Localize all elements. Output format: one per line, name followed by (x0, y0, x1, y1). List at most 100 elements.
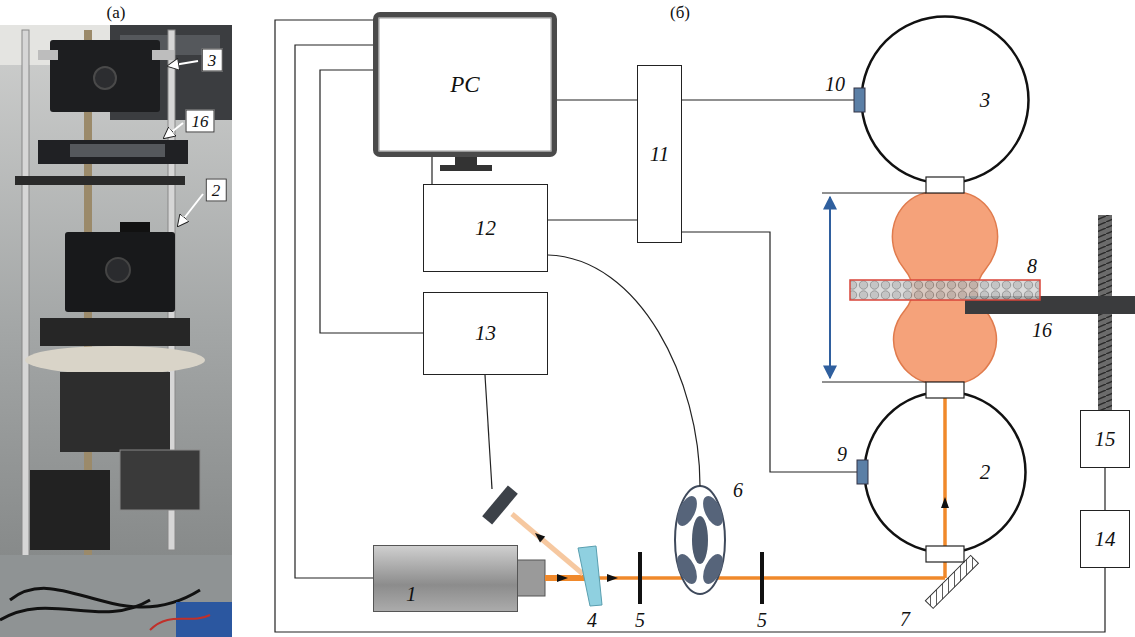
node-label: 14 (1095, 529, 1116, 550)
laser-beam (941, 497, 949, 508)
setup-photo (25, 346, 205, 374)
gap-dimension (829, 197, 831, 378)
photodetector (854, 88, 865, 112)
callout-number: 8 (1027, 256, 1037, 276)
setup-photo (50, 40, 160, 112)
node-label: 13 (475, 323, 496, 344)
panel-label: (б) (670, 4, 690, 21)
setup-photo (70, 144, 165, 157)
reflected-beam (512, 514, 583, 574)
setup-photo (38, 140, 188, 164)
node-label: 1 (406, 584, 417, 605)
setup-photo (0, 25, 232, 637)
sphere-port (926, 177, 964, 193)
setup-photo (178, 194, 203, 226)
setup-photo (22, 30, 29, 637)
setup-photo (38, 50, 58, 60)
mirror (925, 555, 978, 608)
optical-chopper (673, 493, 701, 529)
signal-wire (682, 99, 860, 100)
controller-block: 14 (1080, 510, 1130, 568)
electronics-block: 11 (637, 65, 682, 243)
callout-number: 7 (900, 609, 910, 629)
node-label: PC (450, 73, 479, 96)
panel-label: (а) (107, 4, 126, 21)
optical-chopper (699, 551, 727, 587)
photodetector (857, 460, 868, 484)
setup-photo (94, 67, 116, 89)
motor-block: 15 (1080, 410, 1130, 468)
setup-photo (0, 600, 150, 620)
mirror (925, 555, 978, 608)
electronics-block: 13 (423, 292, 548, 375)
laser-beam (607, 574, 618, 582)
setup-photo (30, 470, 110, 550)
gap-dimension (822, 193, 926, 382)
callout-number: 5 (635, 610, 645, 630)
signal-wire (682, 232, 863, 472)
sample-outline (850, 280, 1040, 300)
sphere-wall (862, 17, 1029, 184)
reflected-beam (535, 533, 545, 543)
setup-photo (10, 588, 200, 607)
signal-wire (485, 375, 492, 489)
laser-beam (557, 574, 568, 582)
laser-beam (545, 398, 949, 582)
gap-dimension (822, 193, 926, 194)
node-label: 15 (1095, 429, 1116, 450)
monitor-stand (440, 165, 492, 171)
photodiode (482, 486, 518, 525)
node-label: 3 (980, 90, 991, 111)
setup-photo (65, 232, 175, 312)
wedge-splitter (578, 546, 602, 606)
setup-photo (150, 615, 210, 630)
node-label: 12 (475, 218, 496, 239)
signal-wire (1104, 468, 1105, 510)
laser-body: 1 (373, 545, 518, 612)
aperture (638, 552, 642, 604)
sphere-outline (863, 390, 1027, 554)
callout-number: 16 (1032, 320, 1052, 340)
setup-photo (40, 318, 190, 346)
setup-photo (152, 50, 174, 60)
optical-chopper (673, 486, 727, 594)
integrating-sphere: 2 (863, 390, 1027, 554)
optical-chopper (673, 551, 701, 587)
callout-number: 3 (202, 49, 223, 72)
setup-photo (15, 176, 185, 185)
callout-number: 6 (733, 480, 743, 500)
reflected-beam (512, 514, 583, 574)
optical-chopper (699, 493, 727, 529)
setup-photo (0, 25, 232, 637)
setup-photo (0, 555, 232, 637)
sphere-port (926, 546, 964, 562)
signal-wire (295, 45, 373, 578)
sphere-outline (860, 15, 1030, 185)
node-label: 2 (980, 462, 991, 483)
signal-wire (548, 219, 637, 220)
callout-number: 16 (186, 110, 215, 133)
monitor-stand (440, 157, 492, 171)
setup-photo (120, 450, 200, 510)
signal-wire (557, 99, 637, 100)
laser-beam (590, 576, 945, 580)
gap-dimension (822, 382, 926, 383)
sphere-wall (865, 392, 1026, 553)
sphere-port (926, 382, 964, 398)
computer-monitor: PC (373, 12, 557, 157)
node-label: 11 (650, 144, 669, 165)
sample (850, 280, 1040, 300)
setup-photo (168, 61, 198, 66)
integrating-sphere: 3 (860, 15, 1030, 185)
callout-number: 2 (206, 179, 227, 202)
signal-wire (431, 157, 432, 184)
callout-number: 9 (837, 444, 847, 464)
callout-number: 5 (757, 610, 767, 630)
laser-beam (545, 575, 590, 581)
optical-chopper (692, 516, 708, 564)
callout-number: 4 (587, 610, 597, 630)
